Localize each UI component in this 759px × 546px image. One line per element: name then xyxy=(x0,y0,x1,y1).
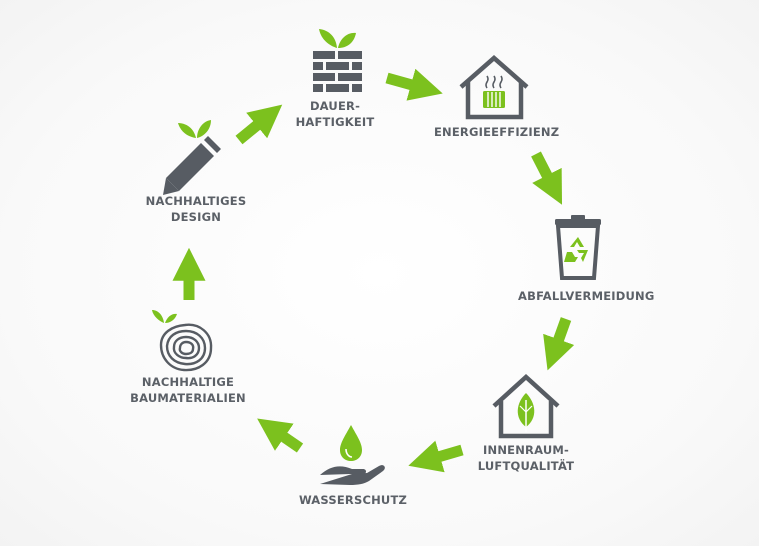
label-baumaterialien-line-1: NACHHALTIGE xyxy=(141,375,235,389)
house-with-radiator-icon xyxy=(459,55,529,120)
label-energieeffizienz-line-1: ENERGIEEFFIZIENZ xyxy=(434,125,560,139)
label-baumaterialien-line-2: BAUMATERIALIEN xyxy=(130,391,246,405)
tree-rings-with-sprout-icon xyxy=(152,310,213,372)
label-dauerhaftigkeit-line-2: HAFTIGKEIT xyxy=(295,115,375,129)
label-innenraum-line-1: INNENRAUM- xyxy=(483,443,569,457)
arrow-energie-to-abfall xyxy=(531,151,563,205)
label-dauerhaftigkeit-line-1: DAUER- xyxy=(309,99,361,113)
house-with-leaf-icon xyxy=(492,373,560,439)
brick-wall-with-sprout-icon xyxy=(313,29,362,92)
label-wasserschutz: WASSERSCHUTZ xyxy=(298,492,408,508)
hand-with-water-drop-icon xyxy=(320,425,385,485)
arrow-innenraum-to-wasser xyxy=(408,440,464,473)
label-design-line-2: DESIGN xyxy=(170,210,222,224)
label-abfallvermeidung-line-1: ABFALLVERMEIDUNG xyxy=(518,289,655,303)
label-nachhaltiges-design: NACHHALTIGES DESIGN xyxy=(140,193,252,225)
label-dauerhaftigkeit: DAUER- HAFTIGKEIT xyxy=(295,98,375,130)
arrow-wasser-to-baumaterialien xyxy=(257,418,304,453)
label-innenraum-line-2: LUFTQUALITÄT xyxy=(477,459,575,473)
label-design-line-1: NACHHALTIGES xyxy=(145,194,247,208)
arrow-abfall-to-innenraum xyxy=(543,317,575,371)
label-nachhaltige-baumaterialien: NACHHALTIGE BAUMATERIALIEN xyxy=(128,374,248,406)
label-innenraum-luftqualitaet: INNENRAUM- LUFTQUALITÄT xyxy=(476,442,576,474)
arrow-design-to-dauerhaftigkeit xyxy=(235,104,283,145)
label-wasserschutz-line-1: WASSERSCHUTZ xyxy=(298,493,408,507)
label-energieeffizienz: ENERGIEEFFIZIENZ xyxy=(434,124,560,140)
recycling-bin-icon xyxy=(555,215,601,280)
label-abfallvermeidung: ABFALLVERMEIDUNG xyxy=(518,288,655,304)
pencil-with-sprout-icon xyxy=(163,120,221,195)
arrow-dauerhaftigkeit-to-energie xyxy=(385,68,443,101)
